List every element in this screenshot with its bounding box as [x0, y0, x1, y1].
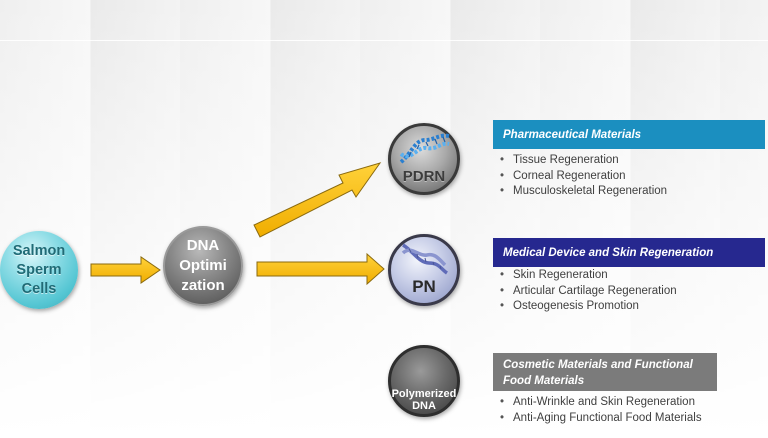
arrow-source-to-process — [90, 256, 161, 284]
product-label-pn: PN — [412, 277, 436, 296]
process-label: DNA Optimi zation — [179, 237, 227, 294]
list-item: Osteogenesis Promotion — [498, 299, 677, 315]
list-item: Corneal Regeneration — [498, 169, 667, 185]
source-label: Salmon Sperm Cells — [12, 242, 66, 297]
category-title-medical-device: Medical Device and Skin Regeneration — [503, 246, 714, 259]
process-node: DNA Optimi zation — [163, 226, 243, 306]
arrow-process-to-pdrn — [253, 162, 382, 238]
category-list-cosmetic: Anti-Wrinkle and Skin Regeneration Anti-… — [498, 395, 702, 426]
product-label-polymerized-dna: Polymerized DNA — [391, 388, 457, 412]
background-highlight — [0, 40, 768, 41]
product-label-pdrn: PDRN — [402, 168, 446, 185]
dna-helix-icon — [399, 133, 450, 164]
product-node-pn: PN — [388, 234, 460, 306]
list-item: Tissue Regeneration — [498, 153, 667, 169]
list-item: Musculoskeletal Regeneration — [498, 184, 667, 200]
source-node: Salmon Sperm Cells — [0, 231, 78, 309]
product-node-polymerized-dna: Polymerized DNA — [388, 345, 460, 417]
product-node-pdrn: PDRN — [388, 123, 460, 195]
category-header-medical-device: Medical Device and Skin Regeneration — [493, 238, 765, 267]
dna-helix-icon — [401, 243, 449, 275]
list-item: Anti-Wrinkle and Skin Regeneration — [498, 395, 702, 411]
category-title-pharmaceutical: Pharmaceutical Materials — [503, 128, 642, 141]
list-item: Skin Regeneration — [498, 268, 677, 284]
category-header-cosmetic: Cosmetic Materials and Functional Food M… — [493, 353, 717, 391]
category-header-pharmaceutical: Pharmaceutical Materials — [493, 120, 765, 149]
list-item: Articular Cartilage Regeneration — [498, 284, 677, 300]
category-list-medical-device: Skin Regeneration Articular Cartilage Re… — [498, 268, 677, 315]
category-list-pharmaceutical: Tissue Regeneration Corneal Regeneration… — [498, 153, 667, 200]
arrow-process-to-pn — [256, 252, 385, 286]
category-title-cosmetic: Cosmetic Materials and Functional Food M… — [503, 359, 693, 387]
list-item: Anti-Aging Functional Food Materials — [498, 411, 702, 427]
